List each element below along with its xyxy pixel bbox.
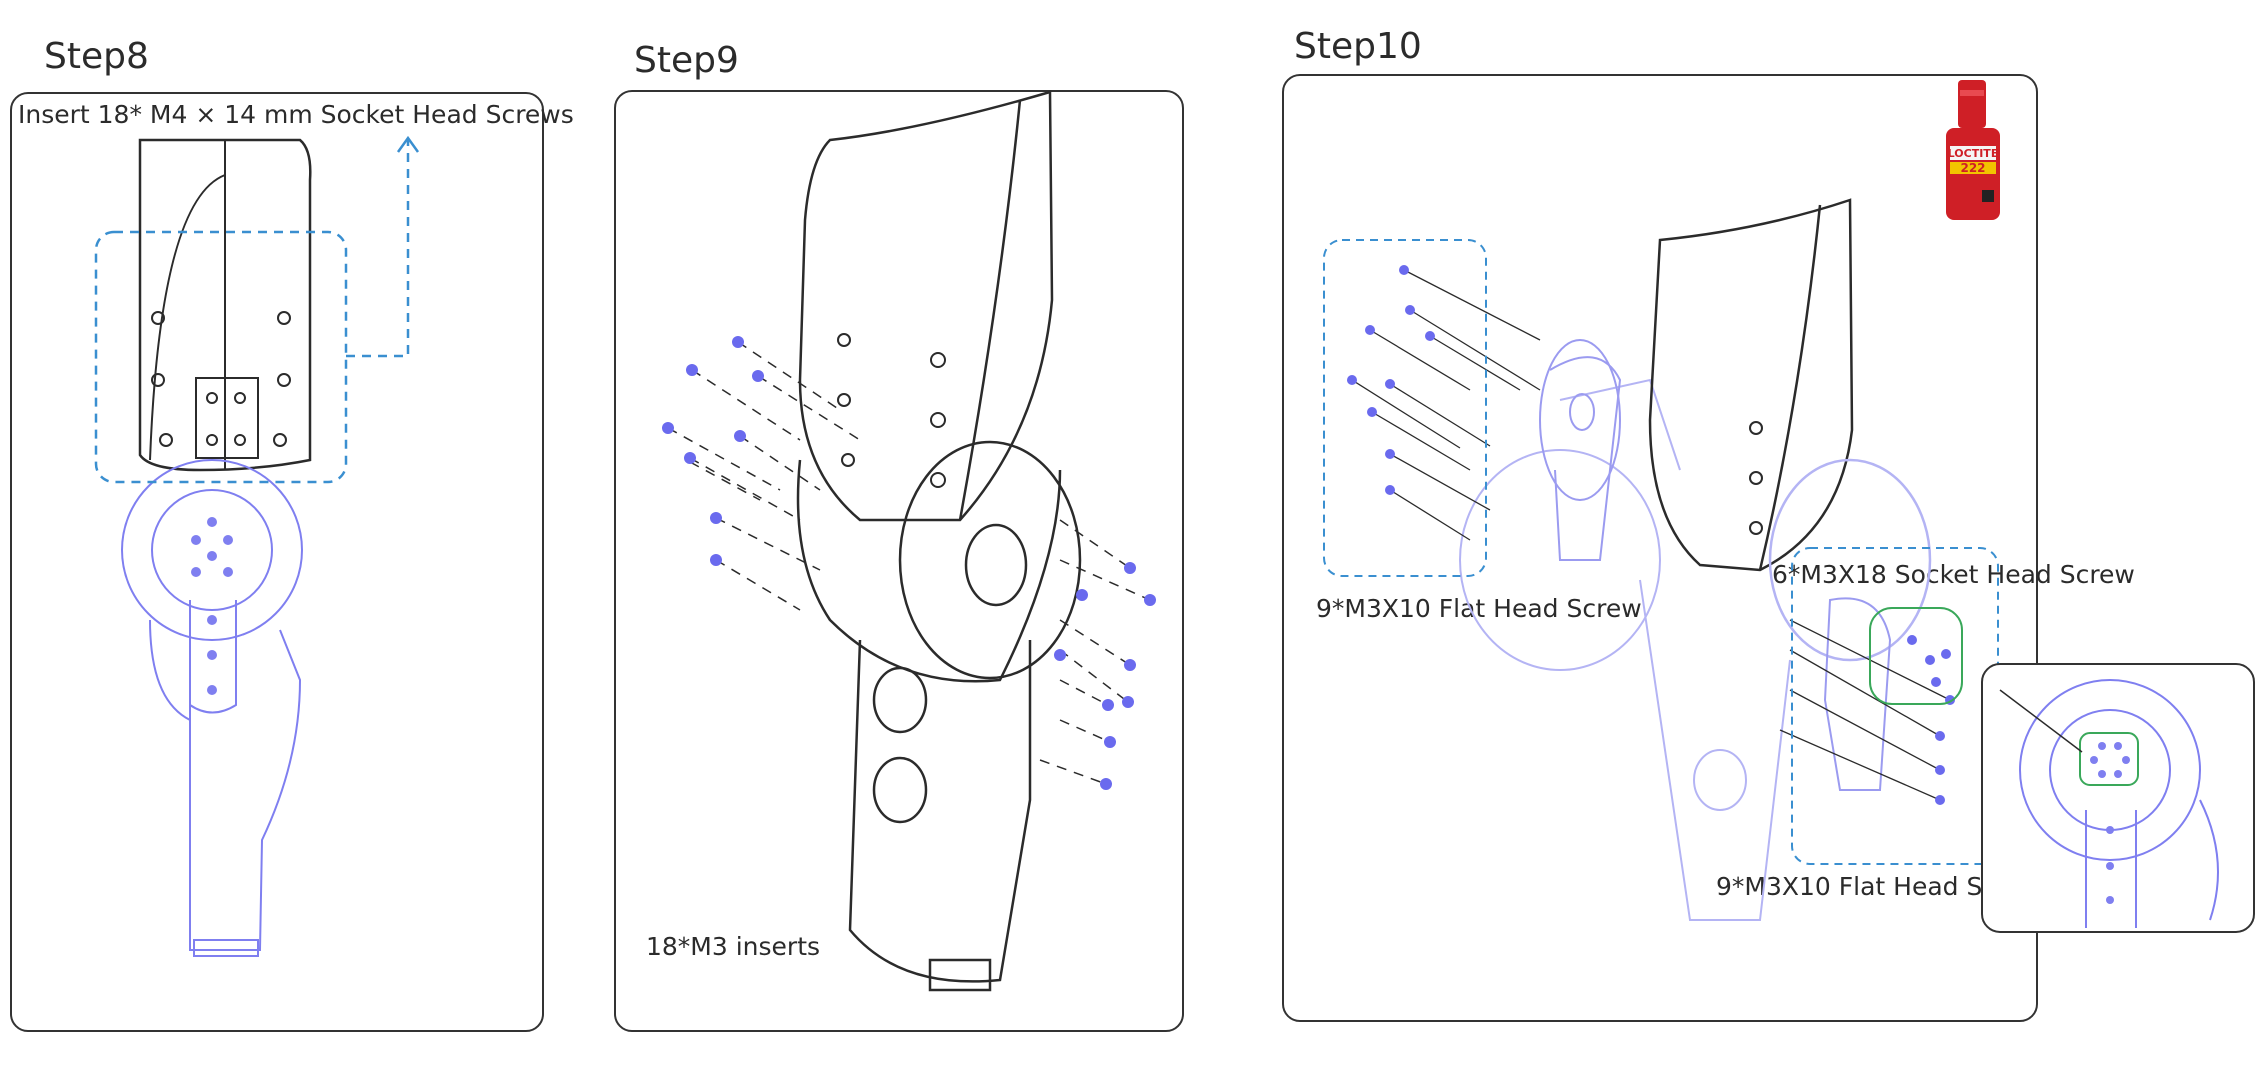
step10-socket-highlight bbox=[1869, 607, 1963, 705]
step9-upper-leg bbox=[798, 90, 1054, 522]
step10-upper-leg bbox=[1648, 198, 1854, 572]
step8-callout-box bbox=[94, 230, 348, 484]
step9-inserts-label: 18*M3 inserts bbox=[646, 932, 821, 961]
step10-joint-ring bbox=[1768, 458, 1932, 662]
step8-panel bbox=[10, 92, 544, 1032]
step9-joint-ring bbox=[898, 440, 1082, 680]
step8-upper-leg bbox=[138, 138, 312, 472]
step10-right-callout bbox=[1791, 547, 1999, 865]
loctite-brand: LOCTITE bbox=[1948, 147, 1999, 160]
step8-title: Step8 bbox=[44, 36, 149, 77]
step8-callout-arrow bbox=[346, 140, 410, 358]
step10-detail-inset bbox=[1981, 663, 2255, 933]
step10-title: Step10 bbox=[1294, 26, 1422, 67]
step8-joint-disc bbox=[121, 459, 303, 641]
step9-title: Step9 bbox=[634, 40, 739, 81]
step10-left-callout bbox=[1323, 239, 1487, 577]
step10-left-disc bbox=[1539, 339, 1621, 501]
loctite-number: 222 bbox=[1960, 161, 1985, 175]
step10-socket-screw-label: 6*M3X18 Socket Head Screw bbox=[1772, 560, 2135, 589]
loctite-bottle-image: LOCTITE 222 bbox=[1946, 80, 2000, 220]
step10-flat-screw-label-left: 9*M3X10 Flat Head Screw bbox=[1316, 594, 1642, 623]
step8-instruction: Insert 18* M4 × 14 mm Socket Head Screws bbox=[18, 100, 574, 129]
step10-right-plate bbox=[1823, 597, 1892, 791]
